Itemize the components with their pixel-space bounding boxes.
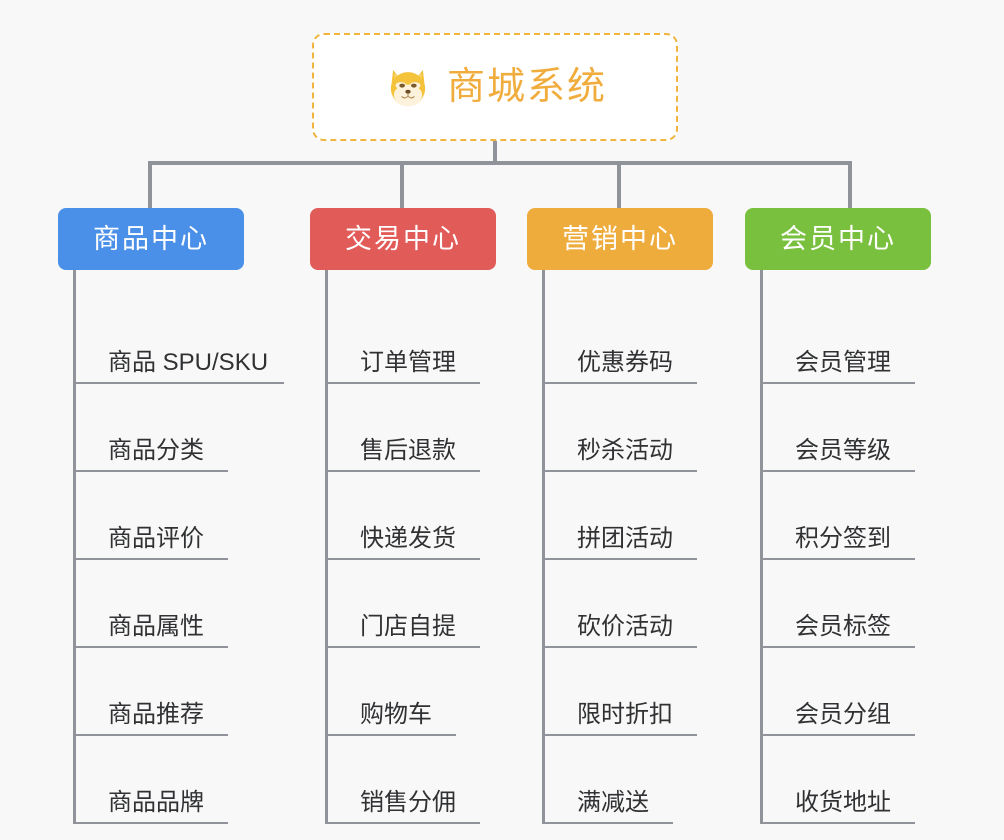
branch-column-trade-center: 交易中心 订单管理 售后退款 快递发货 门店自提 购物车 bbox=[310, 208, 496, 824]
leaf-item[interactable]: 售后退款 bbox=[328, 384, 496, 472]
leaf-label: 销售分佣 bbox=[360, 789, 456, 816]
category-box-trade-center[interactable]: 交易中心 bbox=[310, 208, 496, 270]
leaf-item[interactable]: 订单管理 bbox=[328, 296, 496, 384]
leaf-rule bbox=[545, 470, 697, 472]
leaf-item[interactable]: 满减送 bbox=[545, 736, 713, 824]
leaf-label: 商品评价 bbox=[108, 525, 204, 552]
leaf-label: 快递发货 bbox=[360, 525, 456, 552]
leaf-item[interactable]: 积分签到 bbox=[763, 472, 931, 560]
branch-column-marketing-center: 营销中心 优惠券码 秒杀活动 拼团活动 砍价活动 限时折扣 bbox=[527, 208, 713, 824]
leaf-label: 售后退款 bbox=[360, 437, 456, 464]
leaf-label: 商品分类 bbox=[108, 437, 204, 464]
leaf-label: 商品品牌 bbox=[108, 789, 204, 816]
leaf-label: 拼团活动 bbox=[577, 525, 673, 552]
leaf-rule bbox=[545, 558, 697, 560]
leaf-label: 秒杀活动 bbox=[577, 437, 673, 464]
leaf-rule bbox=[328, 734, 456, 736]
category-label: 商品中心 bbox=[93, 223, 209, 254]
leaf-item[interactable]: 商品评价 bbox=[76, 472, 244, 560]
connector-drop-1 bbox=[148, 161, 152, 209]
leaf-label: 商品 SPU/SKU bbox=[108, 349, 269, 376]
connector-drop-4 bbox=[848, 161, 852, 209]
leaf-rule bbox=[545, 734, 697, 736]
leaf-rule bbox=[328, 382, 480, 384]
leaf-label: 优惠券码 bbox=[577, 349, 673, 376]
connector-drop-3 bbox=[617, 161, 621, 209]
root-title: 商城系统 bbox=[446, 66, 607, 108]
leaf-rule bbox=[545, 822, 673, 824]
leaf-label: 会员标签 bbox=[795, 613, 891, 640]
leaf-item[interactable]: 销售分佣 bbox=[328, 736, 496, 824]
leaf-rule bbox=[763, 470, 915, 472]
leaf-rule bbox=[763, 558, 915, 560]
connector-horizontal-bar bbox=[148, 161, 852, 165]
leaf-item[interactable]: 秒杀活动 bbox=[545, 384, 713, 472]
leaf-rule bbox=[763, 646, 915, 648]
connector-root-drop bbox=[493, 141, 497, 165]
leaf-rule bbox=[76, 382, 284, 384]
leaf-list-trade-center: 订单管理 售后退款 快递发货 门店自提 购物车 销售分佣 bbox=[325, 270, 496, 824]
leaf-label: 订单管理 bbox=[360, 349, 456, 376]
leaf-rule bbox=[763, 382, 915, 384]
leaf-item[interactable]: 砍价活动 bbox=[545, 560, 713, 648]
leaf-label: 门店自提 bbox=[360, 613, 456, 640]
connector-drop-2 bbox=[400, 161, 404, 209]
category-box-member-center[interactable]: 会员中心 bbox=[745, 208, 931, 270]
leaf-list-product-center: 商品 SPU/SKU 商品分类 商品评价 商品属性 商品推荐 商品品牌 bbox=[73, 270, 284, 824]
shiba-dog-emoji bbox=[390, 69, 426, 107]
leaf-item[interactable]: 商品 SPU/SKU bbox=[76, 296, 284, 384]
branch-column-product-center: 商品中心 商品 SPU/SKU 商品分类 商品评价 商品属性 商品推荐 bbox=[58, 208, 284, 824]
leaf-item[interactable]: 会员管理 bbox=[763, 296, 931, 384]
leaf-rule bbox=[76, 734, 228, 736]
leaf-item[interactable]: 门店自提 bbox=[328, 560, 496, 648]
leaf-rule bbox=[328, 822, 480, 824]
leaf-item[interactable]: 会员等级 bbox=[763, 384, 931, 472]
leaf-rule bbox=[76, 822, 228, 824]
leaf-list-marketing-center: 优惠券码 秒杀活动 拼团活动 砍价活动 限时折扣 满减送 bbox=[542, 270, 713, 824]
leaf-item[interactable]: 限时折扣 bbox=[545, 648, 713, 736]
leaf-rule bbox=[763, 822, 915, 824]
leaf-item[interactable]: 会员标签 bbox=[763, 560, 931, 648]
leaf-item[interactable]: 拼团活动 bbox=[545, 472, 713, 560]
leaf-rule bbox=[76, 470, 228, 472]
leaf-label: 限时折扣 bbox=[577, 701, 673, 728]
leaf-label: 收货地址 bbox=[795, 789, 891, 816]
leaf-item[interactable]: 会员分组 bbox=[763, 648, 931, 736]
leaf-rule bbox=[328, 470, 480, 472]
category-label: 交易中心 bbox=[345, 223, 461, 254]
leaf-item[interactable]: 商品属性 bbox=[76, 560, 244, 648]
leaf-item[interactable]: 商品分类 bbox=[76, 384, 244, 472]
leaf-rule bbox=[545, 382, 697, 384]
leaf-label: 购物车 bbox=[360, 701, 432, 728]
category-label: 会员中心 bbox=[780, 223, 896, 254]
leaf-item[interactable]: 优惠券码 bbox=[545, 296, 713, 384]
leaf-label: 砍价活动 bbox=[577, 613, 673, 640]
leaf-item[interactable]: 购物车 bbox=[328, 648, 496, 736]
leaf-rule bbox=[545, 646, 697, 648]
category-box-marketing-center[interactable]: 营销中心 bbox=[527, 208, 713, 270]
leaf-item[interactable]: 快递发货 bbox=[328, 472, 496, 560]
leaf-list-member-center: 会员管理 会员等级 积分签到 会员标签 会员分组 收货地址 bbox=[760, 270, 931, 824]
branch-column-member-center: 会员中心 会员管理 会员等级 积分签到 会员标签 会员分组 bbox=[745, 208, 931, 824]
leaf-rule bbox=[328, 646, 480, 648]
leaf-label: 积分签到 bbox=[795, 525, 891, 552]
leaf-label: 会员等级 bbox=[795, 437, 891, 464]
leaf-item[interactable]: 商品推荐 bbox=[76, 648, 244, 736]
leaf-label: 满减送 bbox=[577, 789, 649, 816]
leaf-label: 会员分组 bbox=[795, 701, 891, 728]
root-node[interactable]: 商城系统 bbox=[312, 33, 678, 141]
category-label: 营销中心 bbox=[562, 223, 678, 254]
leaf-rule bbox=[76, 558, 228, 560]
leaf-item[interactable]: 商品品牌 bbox=[76, 736, 244, 824]
leaf-label: 商品推荐 bbox=[108, 701, 204, 728]
leaf-rule bbox=[76, 646, 228, 648]
leaf-item[interactable]: 收货地址 bbox=[763, 736, 931, 824]
leaf-label: 会员管理 bbox=[795, 349, 891, 376]
leaf-rule bbox=[763, 734, 915, 736]
category-box-product-center[interactable]: 商品中心 bbox=[58, 208, 244, 270]
leaf-label: 商品属性 bbox=[108, 613, 204, 640]
leaf-rule bbox=[328, 558, 480, 560]
